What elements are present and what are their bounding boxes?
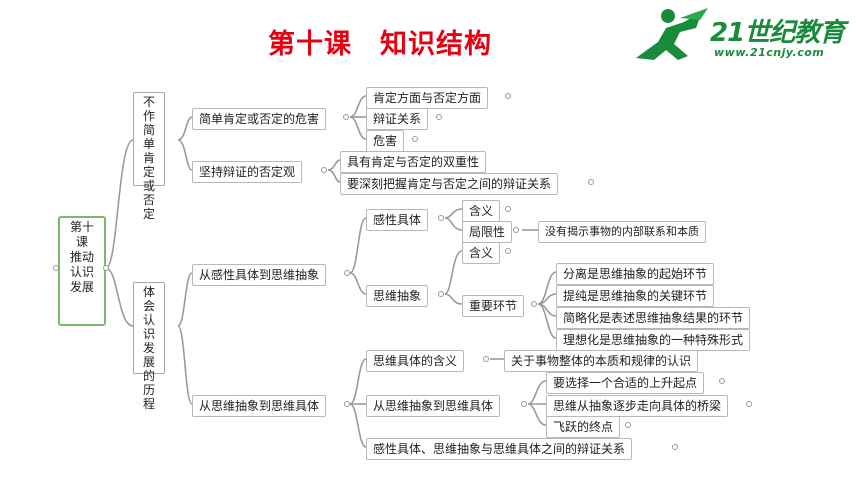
node-grasp-relation[interactable]: 要深刻把握肯定与否定之间的辩证关系	[340, 173, 559, 195]
page-title: 第十课 知识结构	[268, 29, 492, 60]
branch-cognition-process[interactable]: 体会认识发展的历程	[133, 282, 165, 411]
logo-url: www.21cnjy.com	[714, 46, 825, 59]
collapse-dot-icon[interactable]	[625, 422, 631, 428]
branch-no-simple-affirm[interactable]: 不作简单肯定或否定	[133, 92, 165, 221]
logo-brand: 21世纪教育	[710, 18, 845, 48]
logo: 21世纪教育 www.21cnjy.com	[628, 6, 858, 68]
collapse-dot-icon[interactable]	[103, 265, 109, 271]
collapse-dot-icon[interactable]	[521, 401, 527, 407]
node-idealization[interactable]: 理想化是思维抽象的一种特殊形式	[556, 329, 751, 351]
node-harm[interactable]: 危害	[366, 130, 405, 152]
node-starting-point[interactable]: 要选择一个合适的上升起点	[546, 372, 705, 394]
node-bridge[interactable]: 思维从抽象逐步走向具体的桥梁	[546, 395, 729, 417]
node-dialectical-relation[interactable]: 辩证关系	[366, 108, 429, 130]
node-no-internal-essence[interactable]: 没有揭示事物的内部联系和本质	[538, 221, 706, 243]
runner-logo-icon	[636, 8, 708, 60]
collapse-dot-icon[interactable]	[343, 114, 349, 120]
collapse-dot-icon[interactable]	[344, 270, 350, 276]
node-key-steps[interactable]: 重要环节	[462, 295, 525, 317]
node-sensory-concrete[interactable]: 感性具体	[366, 209, 429, 231]
collapse-dot-icon[interactable]	[505, 93, 511, 99]
node-separation[interactable]: 分离是思维抽象的起始环节	[556, 263, 715, 285]
collapse-dot-icon[interactable]	[483, 356, 489, 362]
root-label: 第十课 推动认识发展	[69, 220, 101, 294]
node-meaning[interactable]: 含义	[462, 200, 501, 222]
node-dual-nature[interactable]: 具有肯定与否定的双重性	[340, 151, 487, 173]
node-end-point[interactable]: 飞跃的终点	[546, 416, 621, 438]
collapse-dot-icon[interactable]	[513, 227, 519, 233]
node-affirm-negate-aspects[interactable]: 肯定方面与否定方面	[366, 87, 489, 109]
collapse-dot-icon[interactable]	[412, 136, 418, 142]
collapse-dot-icon[interactable]	[436, 114, 442, 120]
collapse-dot-icon[interactable]	[53, 265, 59, 271]
node-concrete-thinking-meaning[interactable]: 思维具体的含义	[366, 350, 465, 372]
collapse-dot-icon[interactable]	[531, 301, 537, 307]
node-abstract-to-concrete[interactable]: 从思维抽象到思维具体	[192, 395, 327, 417]
node-essence-knowledge[interactable]: 关于事物整体的本质和规律的认识	[504, 350, 699, 372]
collapse-dot-icon[interactable]	[672, 444, 678, 450]
collapse-dot-icon[interactable]	[719, 378, 725, 384]
collapse-dot-icon[interactable]	[588, 179, 594, 185]
node-dialectical-relation-all[interactable]: 感性具体、思维抽象与思维具体之间的辩证关系	[366, 438, 633, 460]
collapse-dot-icon[interactable]	[505, 206, 511, 212]
node-abstract-to-concrete-2[interactable]: 从思维抽象到思维具体	[366, 395, 501, 417]
collapse-dot-icon[interactable]	[438, 215, 444, 221]
node-meaning-2[interactable]: 含义	[462, 242, 501, 264]
root-node[interactable]: 第十课 推动认识发展	[58, 216, 106, 326]
collapse-dot-icon[interactable]	[438, 291, 444, 297]
node-sensory-to-abstract[interactable]: 从感性具体到思维抽象	[192, 264, 327, 286]
node-purification[interactable]: 提纯是思维抽象的关键环节	[556, 285, 715, 307]
node-abstract-thinking[interactable]: 思维抽象	[366, 285, 429, 307]
collapse-dot-icon[interactable]	[505, 248, 511, 254]
node-simplification[interactable]: 简略化是表述思维抽象结果的环节	[556, 307, 751, 329]
node-limitation[interactable]: 局限性	[462, 221, 513, 243]
node-simple-affirm-harm[interactable]: 简单肯定或否定的危害	[192, 108, 327, 130]
collapse-dot-icon[interactable]	[321, 167, 327, 173]
collapse-dot-icon[interactable]	[344, 401, 350, 407]
collapse-dot-icon[interactable]	[746, 401, 752, 407]
node-dialectical-negation[interactable]: 坚持辩证的否定观	[192, 161, 303, 183]
